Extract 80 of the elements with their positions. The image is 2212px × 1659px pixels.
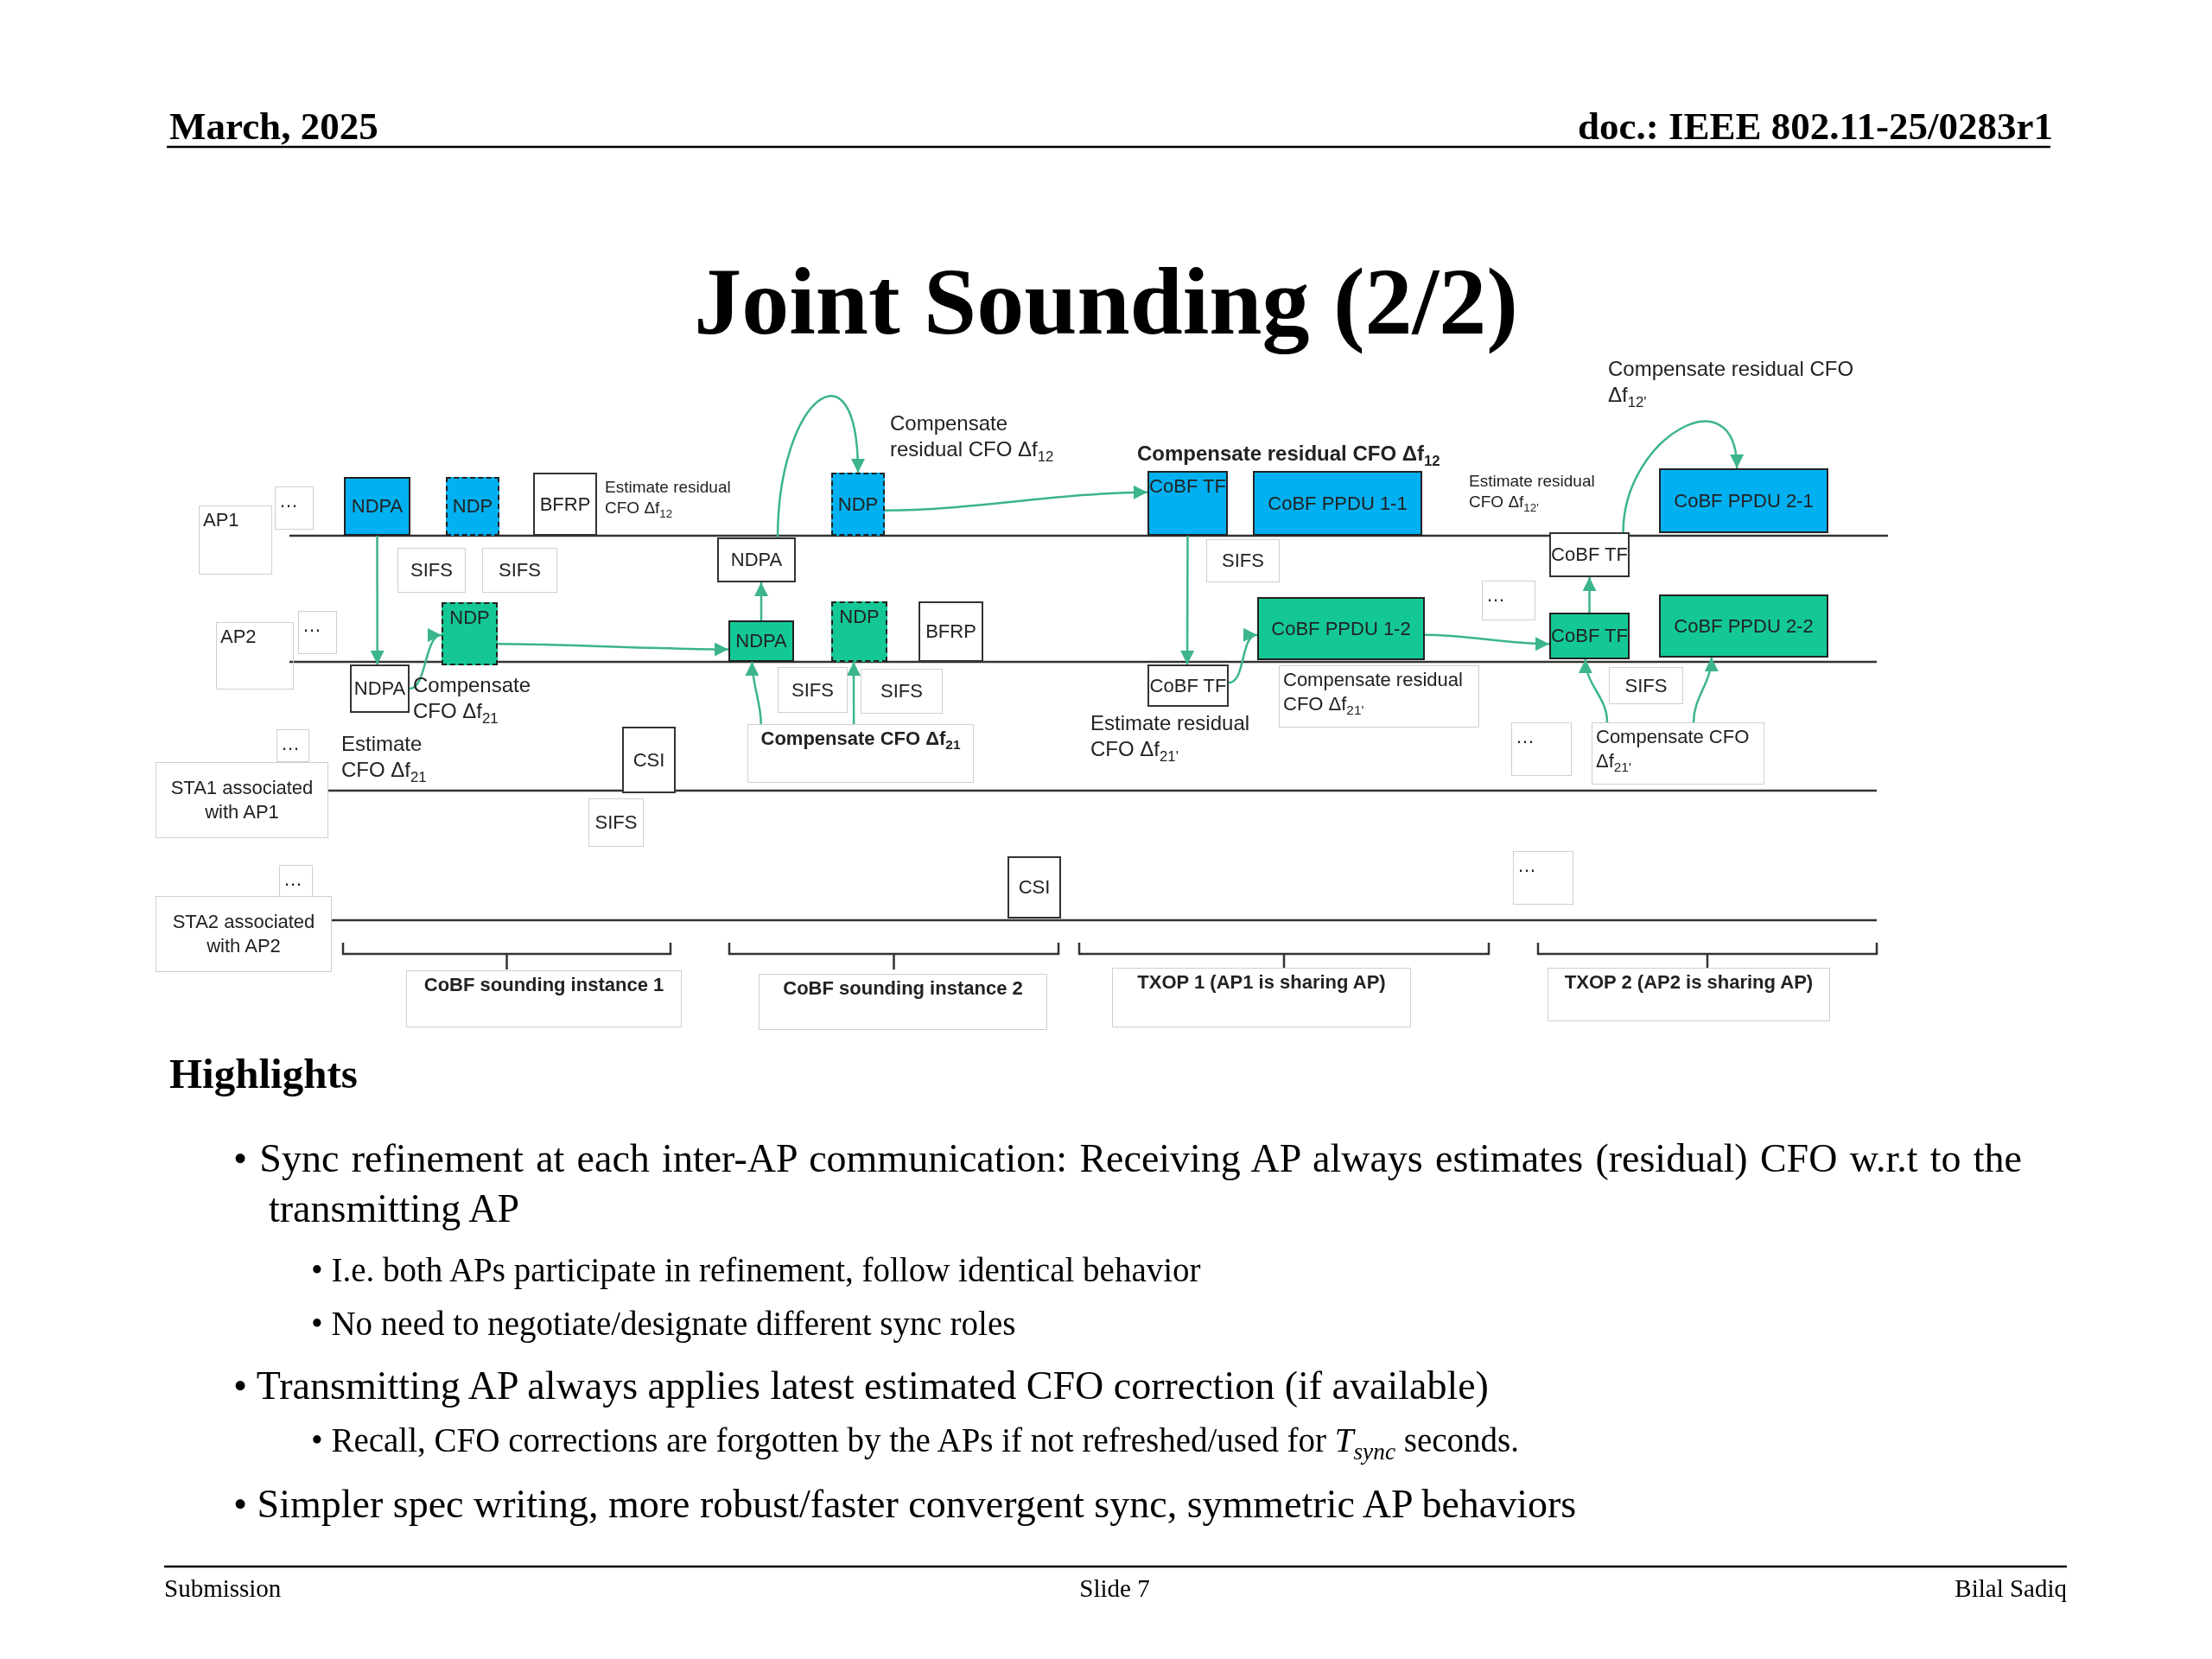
annotation-box: Compensate CFO Δf$_{21}$ bbox=[747, 724, 974, 783]
station-label: STA1 associated with AP1 bbox=[156, 762, 328, 838]
ellipsis-box: … bbox=[1513, 851, 1573, 905]
station-label: AP1 bbox=[199, 505, 272, 575]
frame-box: CoBF PPDU 2-2 bbox=[1659, 594, 1828, 658]
annotation-box: Compensate CFO Δf$_{21'}$ bbox=[1592, 722, 1764, 785]
frame-box: CoBF PPDU 1-2 bbox=[1257, 597, 1425, 660]
frame-box: BFRP bbox=[533, 473, 597, 536]
frame-box: NDP bbox=[831, 473, 885, 536]
arrow bbox=[498, 642, 728, 657]
footer-text: Slide 7 bbox=[1078, 1573, 1151, 1604]
station-label: STA2 associated with AP2 bbox=[156, 896, 332, 972]
arrow bbox=[776, 395, 865, 538]
frame-box: NDP bbox=[831, 601, 887, 662]
frame-box: CoBF PPDU 2-1 bbox=[1659, 468, 1828, 533]
frame-box: CSI bbox=[1007, 856, 1061, 918]
frame-box: NDP bbox=[442, 602, 498, 665]
arrow bbox=[885, 486, 1147, 512]
bullet-text: • Recall, CFO corrections are forgotten by the APs if not refreshed/used for T$_{sync}$ seconds. bbox=[311, 1421, 1520, 1466]
annotation-text: Compensate residual CFO Δf$_{12}$ bbox=[1137, 441, 1441, 471]
arrow bbox=[753, 582, 768, 620]
annotation-text: Estimate residual CFO Δf$_{21'}$ bbox=[1090, 710, 1251, 766]
phase-label-box: TXOP 2 (AP2 is sharing AP) bbox=[1548, 968, 1830, 1021]
ellipsis-box: … bbox=[1482, 581, 1535, 620]
bullet-text: • No need to negotiate/designate different sync roles bbox=[311, 1304, 1017, 1344]
annotation-text: Estimate residual CFO Δf$_{12}$ bbox=[605, 477, 732, 522]
annotation-text: Estimate CFO Δf$_{21}$ bbox=[341, 731, 428, 787]
frame-box: CSI bbox=[622, 727, 676, 793]
interval-box: SIFS bbox=[1609, 667, 1683, 704]
interval-box: SIFS bbox=[1206, 539, 1280, 582]
phase-label-box: CoBF sounding instance 1 bbox=[406, 970, 682, 1027]
interval-box: SIFS bbox=[588, 798, 644, 847]
arrow bbox=[745, 661, 762, 725]
station-label: AP2 bbox=[216, 622, 294, 690]
arrow bbox=[1579, 658, 1609, 723]
phase-label-box: CoBF sounding instance 2 bbox=[759, 974, 1047, 1030]
frame-box: BFRP bbox=[918, 601, 983, 662]
ellipsis-box: … bbox=[298, 611, 337, 654]
page-header: March, 2025 bbox=[169, 104, 379, 149]
interval-box: SIFS bbox=[397, 548, 466, 593]
arrow bbox=[1180, 536, 1195, 664]
frame-box: NDP bbox=[446, 477, 499, 536]
page-header: doc.: IEEE 802.11-25/0283r1 bbox=[1576, 104, 2053, 149]
annotation-box: Compensate residual CFO Δf$_{21'}$ bbox=[1279, 665, 1479, 728]
arrow bbox=[1692, 657, 1718, 723]
ellipsis-box: … bbox=[279, 865, 313, 897]
ellipsis-box: … bbox=[276, 729, 309, 762]
ellipsis-box: … bbox=[275, 486, 314, 530]
frame-box: NDPA bbox=[717, 537, 796, 582]
arrow bbox=[1582, 577, 1597, 613]
arrow bbox=[1424, 633, 1550, 651]
slide-title: Joint Sounding (2/2) bbox=[693, 248, 1519, 356]
annotation-text: Estimate residual CFO Δf$_{12'}$ bbox=[1469, 471, 1596, 516]
interval-box: SIFS bbox=[778, 667, 848, 713]
footer-text: Submission bbox=[164, 1573, 283, 1604]
frame-box: CoBF PPDU 1-1 bbox=[1253, 471, 1422, 536]
frame-box: CoBF TF bbox=[1147, 664, 1229, 707]
bullet-text: • Simpler spec writing, more robust/faster convergent sync, symmetric AP behaviors bbox=[233, 1481, 1578, 1528]
frame-box: NDPA bbox=[728, 620, 794, 662]
arrow bbox=[847, 662, 861, 724]
frame-box: NDPA bbox=[344, 477, 410, 536]
phase-label-box: TXOP 1 (AP1 is sharing AP) bbox=[1112, 968, 1411, 1027]
arrow bbox=[1622, 420, 1743, 533]
arrow bbox=[370, 536, 385, 664]
frame-box: CoBF TF bbox=[1549, 613, 1630, 659]
ellipsis-box: … bbox=[1511, 722, 1572, 776]
annotation-text: Compensate residual CFO Δf$_{12}$ bbox=[890, 410, 1055, 467]
bullet-text: • Transmitting AP always applies latest estimated CFO correction (if available) bbox=[233, 1363, 1490, 1409]
frame-box: CoBF TF bbox=[1147, 471, 1228, 536]
annotation-text: Compensate CFO Δf$_{21}$ bbox=[413, 672, 532, 728]
bullet-text: • Sync refinement at each inter-AP communication: Receiving AP always estimates (residual) CFO w.r.t to the transmitting AP bbox=[233, 1135, 2022, 1232]
interval-box: SIFS bbox=[482, 548, 557, 593]
bullet-text: • I.e. both APs participate in refinement, follow identical behavior bbox=[311, 1250, 1202, 1291]
footer-text: Bilal Sadiq bbox=[1954, 1573, 2067, 1604]
interval-box: SIFS bbox=[861, 669, 943, 714]
frame-box: NDPA bbox=[350, 664, 410, 713]
arrow bbox=[1228, 631, 1258, 684]
section-heading: Highlights bbox=[169, 1049, 359, 1099]
annotation-text: Compensate residual CFO Δf$_{12'}$ bbox=[1608, 356, 1855, 412]
frame-box: CoBF TF bbox=[1549, 532, 1630, 577]
